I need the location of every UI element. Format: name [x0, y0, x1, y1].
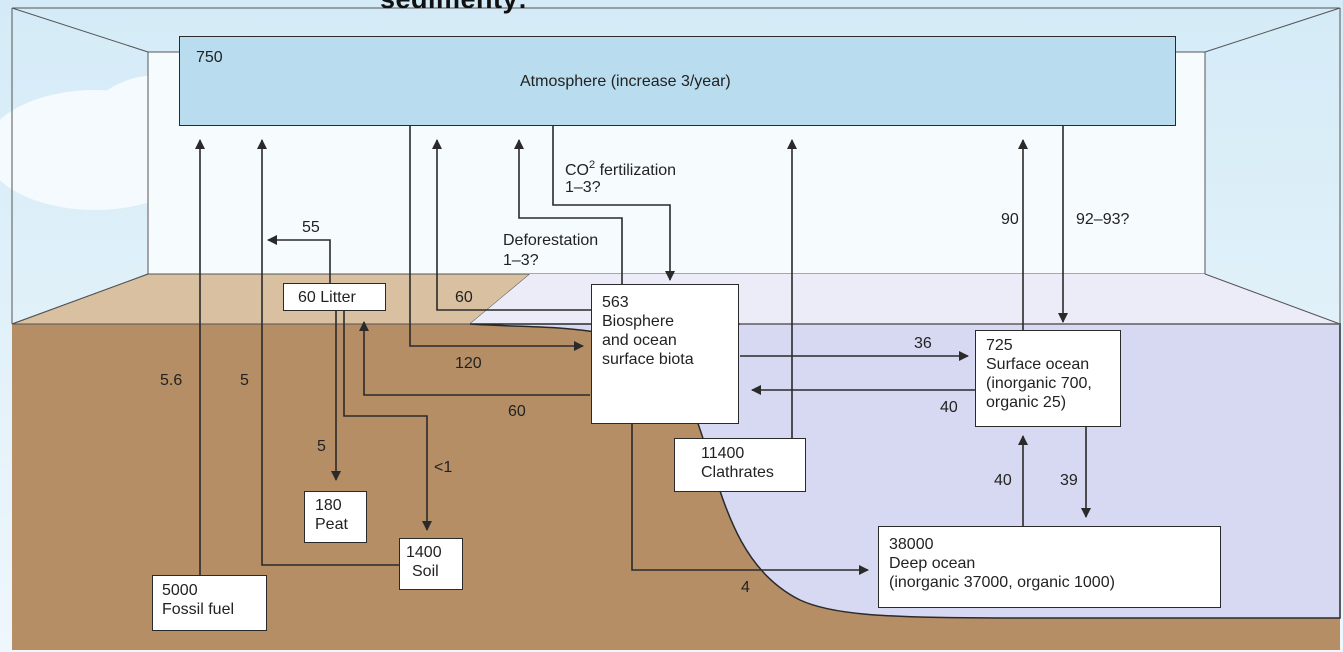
- clathrates-box: 11400 Clathrates: [674, 438, 806, 492]
- surface-ocean-value: 725: [986, 337, 1013, 354]
- flow-label-co2-range: 1–3?: [565, 179, 601, 196]
- co2-suffix: fertilization: [595, 162, 677, 179]
- arrow-litter-to-atmosphere: [267, 235, 331, 285]
- arrow-litter-to-soil: [343, 310, 432, 531]
- fossil-fuel-label: Fossil fuel: [162, 601, 235, 618]
- surface-ocean-line-1: Surface ocean: [986, 356, 1090, 373]
- atmosphere-label: Atmosphere (increase 3/year): [520, 73, 731, 90]
- fossil-fuel-value: 5000: [162, 582, 198, 599]
- flow-label-atm-to-surface: 92–93?: [1076, 211, 1130, 228]
- flow-label-biosphere-to-deep: 4: [741, 579, 750, 596]
- arrow-biosphere-to-deep-ocean: [631, 424, 869, 575]
- surface-ocean-line-3: organic 25): [986, 394, 1067, 411]
- flow-label-biosphere-to-surface: 36: [914, 335, 932, 352]
- flow-label-surface-to-deep: 39: [1060, 472, 1078, 489]
- room-edge: [1204, 7, 1341, 53]
- room-edge: [11, 7, 149, 53]
- flow-label-deep-to-surface: 40: [994, 472, 1012, 489]
- arrow-biosphere-to-litter: [359, 321, 590, 396]
- surface-ocean-line-2: (inorganic 700,: [986, 375, 1092, 392]
- peat-label: Peat: [315, 516, 348, 533]
- arrow-deforestation: [514, 139, 623, 285]
- litter-label: 60 Litter: [298, 289, 356, 306]
- biosphere-line-2: and ocean: [602, 332, 677, 349]
- flow-label-soil: 5: [240, 372, 249, 389]
- arrow-co2-fertilization: [552, 125, 675, 281]
- deep-ocean-label: Deep ocean: [889, 555, 976, 572]
- flow-label-biosphere-to-atm: 60: [455, 289, 473, 306]
- fossil-fuel-box: 5000 Fossil fuel: [152, 575, 267, 631]
- flow-label-fossil-fuel: 5.6: [160, 372, 183, 389]
- flow-label-litter-to-soil: <1: [434, 459, 453, 476]
- biosphere-box: 563 Biosphere and ocean surface biota: [591, 284, 739, 424]
- co2-superscript: 2: [589, 159, 596, 171]
- flow-label-deforestation-range: 1–3?: [503, 252, 539, 269]
- biosphere-line-1: Biosphere: [602, 313, 675, 330]
- room-edge: [11, 273, 149, 325]
- flow-label-surface-to-biosphere: 40: [940, 399, 958, 416]
- deep-ocean-detail: (inorganic 37000, organic 1000): [889, 574, 1115, 591]
- clathrates-label: Clathrates: [701, 464, 774, 481]
- biosphere-line-3: surface biota: [602, 351, 694, 368]
- co2-prefix: CO: [565, 162, 589, 179]
- flow-label-biosphere-to-litter: 60: [508, 403, 526, 420]
- litter-box: 60 Litter: [283, 283, 386, 311]
- flow-label-deforestation: Deforestation: [503, 232, 599, 249]
- deep-ocean-value: 38000: [889, 536, 934, 553]
- arrow-soil-to-atmosphere: [257, 139, 403, 566]
- flow-label-litter-to-atm: 55: [302, 219, 320, 236]
- biosphere-value: 563: [602, 294, 629, 311]
- room-edge: [1204, 273, 1341, 325]
- flow-label-surface-to-atm: 90: [1001, 211, 1019, 228]
- deep-ocean-box: 38000 Deep ocean (inorganic 37000, organ…: [878, 526, 1221, 608]
- soil-value: 1400: [406, 544, 442, 561]
- atmosphere-value: 750: [196, 49, 223, 66]
- peat-value: 180: [315, 497, 342, 514]
- flow-label-atm-to-biosphere: 120: [455, 355, 482, 372]
- soil-label: Soil: [412, 563, 439, 580]
- flow-label-co2-fertilization: CO2 fertilization: [565, 156, 676, 180]
- arrow-biosphere-to-atmosphere: [432, 139, 593, 311]
- page-heading: sedimenty:: [380, 0, 528, 15]
- arrow-atmosphere-to-biosphere: [409, 125, 584, 351]
- surface-ocean-box: 725 Surface ocean (inorganic 700, organi…: [975, 330, 1121, 427]
- peat-box: 180 Peat: [304, 491, 367, 543]
- clathrates-value: 11400: [701, 445, 745, 462]
- flow-label-litter-to-peat: 5: [317, 438, 326, 455]
- atmosphere-box: 750 Atmosphere (increase 3/year): [179, 36, 1176, 126]
- soil-box: 1400 Soil: [399, 538, 463, 590]
